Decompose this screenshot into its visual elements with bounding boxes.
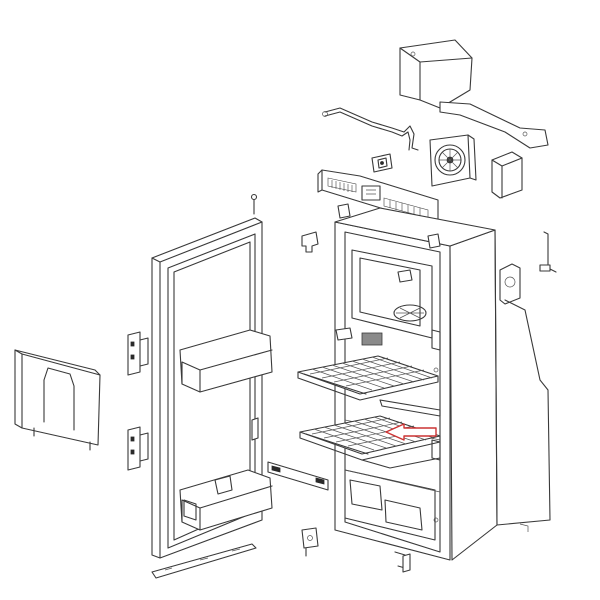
door-panel: [151, 217, 273, 559]
shelf-brackets: [301, 231, 383, 346]
cooling-fan: [429, 134, 477, 187]
upper-wire-shelf: [297, 355, 441, 417]
rear-top-cover: [399, 39, 549, 149]
control-module: [371, 153, 393, 173]
bottom-hinge: [301, 527, 319, 557]
cross-bar: [267, 461, 329, 491]
door-strip: [151, 543, 257, 579]
screw-top: [250, 193, 258, 215]
lower-wire-shelf: [299, 415, 441, 469]
gas-pipe: [322, 107, 419, 151]
refrigerator-cabinet: [334, 203, 557, 573]
door-hinges: [127, 331, 149, 471]
highlight-arrow-icon: [385, 423, 437, 441]
freezer-door: [14, 349, 101, 451]
electronic-box: [491, 151, 523, 199]
